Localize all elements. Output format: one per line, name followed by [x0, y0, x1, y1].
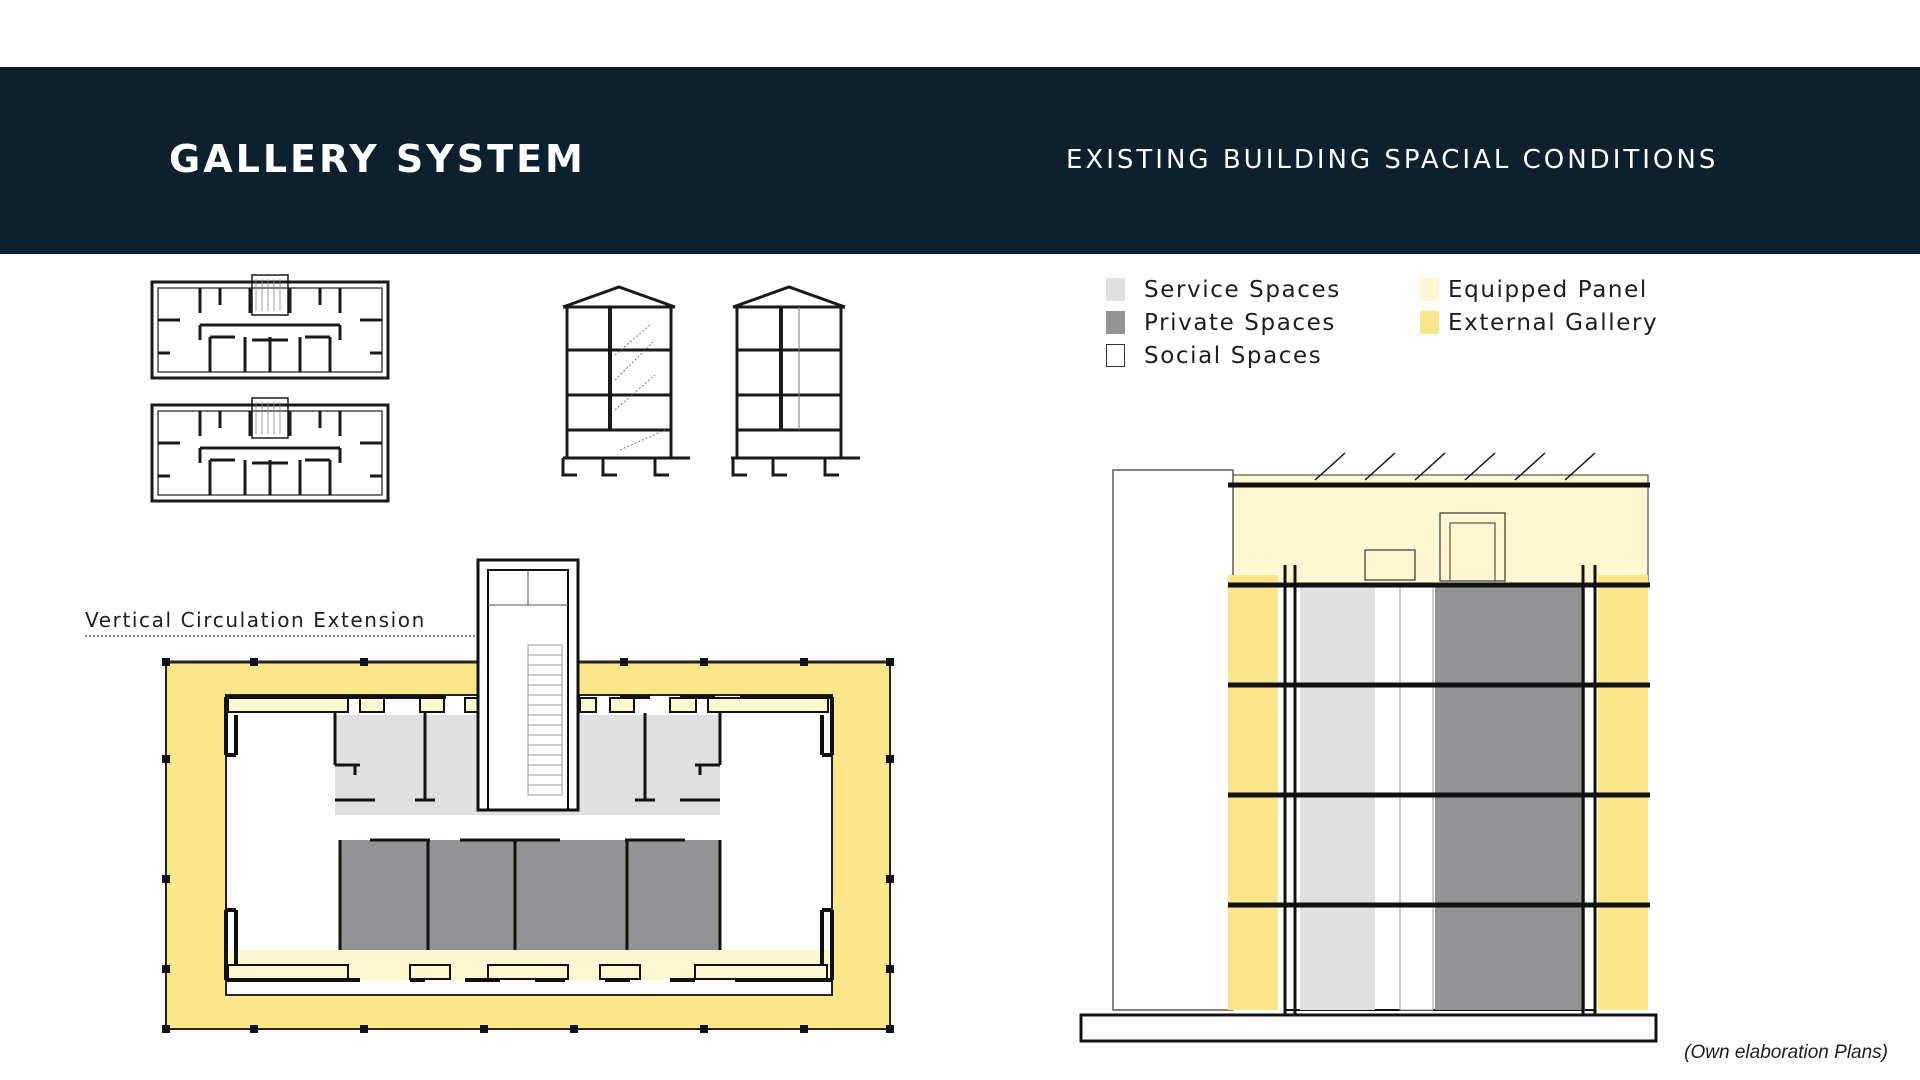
vertical-circulation-label: Vertical Circulation Extension: [85, 608, 426, 632]
legend-label-equipped: Equipped Panel: [1448, 277, 1648, 303]
gallery-elevation: [1079, 452, 1658, 1043]
header-banner: [0, 67, 1920, 254]
page-subtitle: EXISTING BUILDING SPACIAL CONDITIONS: [1066, 145, 1719, 175]
annotation-leader-line: [85, 635, 513, 637]
legend-label-gallery: External Gallery: [1448, 310, 1659, 336]
figure-caption: (Own elaboration Plans): [1684, 1042, 1888, 1063]
gallery-floor-plan: [162, 558, 894, 1033]
legend-swatch-private: [1106, 311, 1125, 334]
legend-swatch-gallery: [1420, 311, 1439, 334]
legend-label-service: Service Spaces: [1144, 277, 1341, 303]
legend-swatch-social: [1106, 344, 1125, 367]
legend-label-private: Private Spaces: [1144, 310, 1336, 336]
legend-label-social: Social Spaces: [1144, 343, 1323, 369]
building-sections: [561, 285, 860, 477]
page-title: GALLERY SYSTEM: [169, 137, 586, 181]
legend-swatch-service: [1106, 278, 1125, 301]
existing-floor-plans: [150, 274, 390, 503]
legend-swatch-equipped: [1420, 278, 1439, 301]
